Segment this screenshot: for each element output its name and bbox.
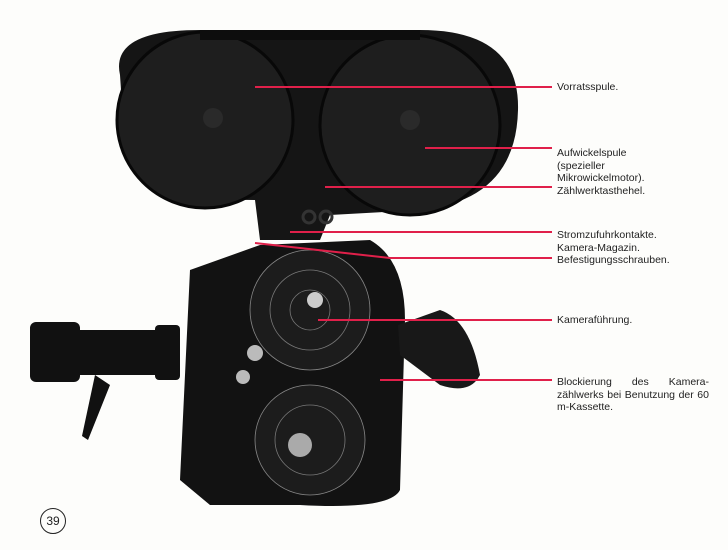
label-aufwickelspule: Aufwickelspule (spezieller Mikrowickelmo… bbox=[557, 147, 645, 197]
label-line: Aufwickelspule bbox=[557, 147, 627, 159]
lens bbox=[30, 322, 180, 440]
leader-lines bbox=[254, 86, 552, 381]
label-line: Mikrowickelmotor). bbox=[557, 172, 645, 184]
label-blockierung: Blockierung des Kamera-zählwerks bei Ben… bbox=[557, 376, 709, 413]
label-kamera-magazin: Kamera-Magazin. bbox=[557, 241, 640, 254]
label-vorratsspule: Vorratsspule. bbox=[557, 81, 619, 93]
label-befestigungsschrauben: Befestigungsschrauben. bbox=[557, 254, 670, 266]
eyepiece bbox=[398, 310, 480, 389]
label-group-magazin: Stromzufuhrkontakte. Kamera-Magazin. Bef… bbox=[557, 229, 670, 267]
label-kamerafuehrung: Kameraführung. bbox=[557, 314, 633, 326]
label-zaehlwerktasthebel: Zählwerktasthehel. bbox=[557, 184, 646, 197]
label-line: (spezieller bbox=[557, 159, 605, 172]
camera-body bbox=[180, 209, 405, 506]
page-number: 39 bbox=[40, 508, 66, 534]
film-magazine bbox=[115, 30, 519, 240]
label-stromzufuhrkontakte: Stromzufuhrkontakte. bbox=[557, 229, 657, 241]
